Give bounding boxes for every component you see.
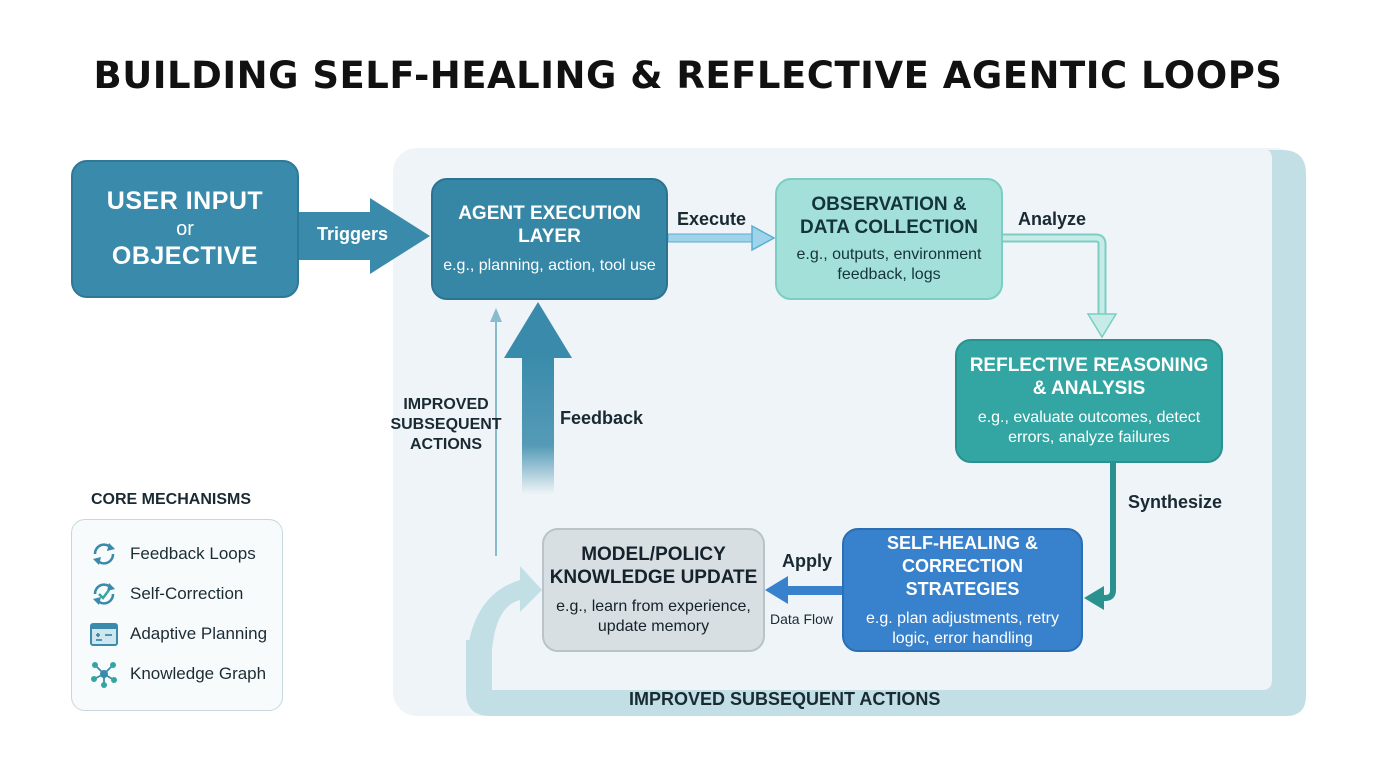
model-update-node: MODEL/POLICY KNOWLEDGE UPDATE e.g., lear…	[542, 528, 765, 652]
feedback-label: Feedback	[560, 408, 644, 428]
legend-item-label: Knowledge Graph	[130, 664, 267, 683]
apply-label: Apply	[782, 551, 833, 571]
legend-item-label: Feedback Loops	[130, 544, 256, 563]
legend-title: CORE MECHANISMS	[91, 491, 252, 508]
apply-arrow	[765, 576, 842, 604]
observation-subtitle: e.g., outputs, environment feedback, log…	[796, 246, 982, 283]
user-input-line2: or	[176, 218, 194, 240]
diagram-title: BUILDING SELF-HEALING & REFLECTIVE AGENT…	[93, 54, 1283, 97]
agent-execution-title: AGENT EXECUTION LAYER	[458, 203, 641, 247]
refresh-loop-icon	[88, 538, 120, 570]
observation-node: OBSERVATION & DATA COLLECTION e.g., outp…	[775, 178, 1003, 300]
reflective-reasoning-node: REFLECTIVE REASONING & ANALYSIS e.g., ev…	[955, 339, 1223, 463]
loop-return-arrow	[466, 566, 542, 665]
reflective-title: REFLECTIVE REASONING & ANALYSIS	[969, 355, 1209, 399]
agent-execution-subtitle: e.g., planning, action, tool use	[443, 257, 656, 274]
legend-item: Self-Correction	[88, 574, 282, 614]
reflective-subtitle: e.g., evaluate outcomes, detect errors, …	[977, 409, 1201, 446]
analyze-arrow	[1003, 233, 1118, 339]
synthesize-arrow	[1084, 463, 1116, 610]
triggers-arrow	[299, 198, 430, 274]
legend-item-label: Self-Correction	[130, 584, 244, 603]
analyze-label: Analyze	[1018, 209, 1087, 229]
improved-actions-thin-arrow	[490, 308, 502, 556]
improved-actions-left-label: IMPROVED SUBSEQUENT ACTIONS	[390, 396, 502, 453]
triggers-label: Triggers	[317, 224, 389, 244]
model-update-subtitle: e.g., learn from experience, update memo…	[556, 598, 751, 635]
planning-window-icon	[88, 618, 120, 650]
check-cycle-icon	[88, 578, 120, 610]
user-input-line1: USER INPUT	[106, 187, 264, 215]
legend-item: Adaptive Planning	[88, 614, 282, 654]
execute-label: Execute	[677, 209, 747, 229]
network-graph-icon	[88, 658, 120, 690]
legend-item: Feedback Loops	[88, 534, 282, 574]
observation-title: OBSERVATION & DATA COLLECTION	[799, 194, 978, 238]
self-healing-node: SELF-HEALING & CORRECTION STRATEGIES e.g…	[842, 528, 1083, 652]
legend-item: Knowledge Graph	[88, 654, 282, 694]
legend-item-label: Adaptive Planning	[130, 624, 268, 643]
self-healing-title: SELF-HEALING & CORRECTION STRATEGIES	[887, 532, 1038, 599]
agent-execution-node: AGENT EXECUTION LAYER e.g., planning, ac…	[431, 178, 668, 300]
execute-arrow	[667, 224, 776, 252]
user-input-node: USER INPUT or OBJECTIVE	[71, 160, 299, 298]
data-flow-label: Data Flow	[770, 611, 834, 627]
improved-actions-bottom-label: IMPROVED SUBSEQUENT ACTIONS	[629, 689, 941, 709]
feedback-arrow	[504, 302, 572, 494]
model-update-title: MODEL/POLICY KNOWLEDGE UPDATE	[549, 544, 758, 588]
legend-panel: Feedback Loops Self-Correction Adaptive …	[71, 519, 283, 711]
synthesize-label: Synthesize	[1128, 492, 1223, 512]
self-healing-subtitle: e.g. plan adjustments, retry logic, erro…	[866, 609, 1059, 647]
user-input-line3: OBJECTIVE	[111, 242, 259, 270]
